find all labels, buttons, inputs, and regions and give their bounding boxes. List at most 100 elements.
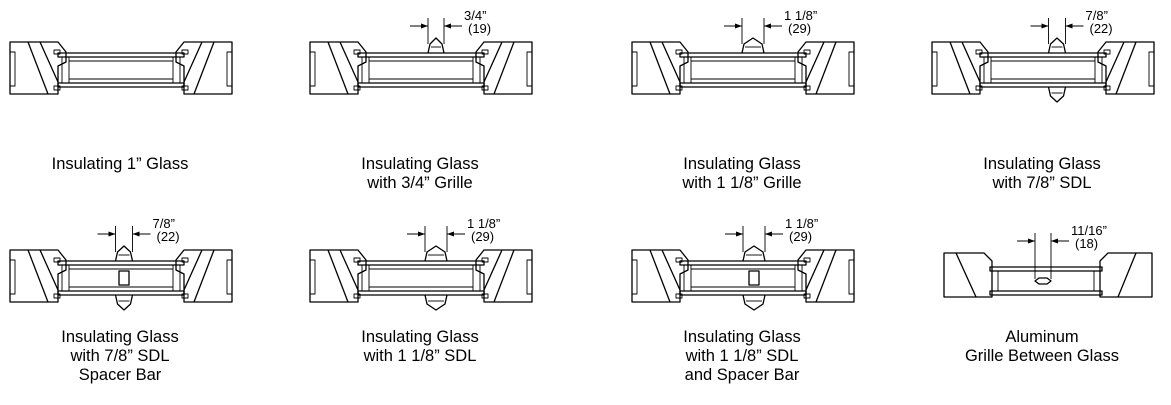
sash-bevel-line-right (805, 249, 825, 291)
muntin-bar-top (424, 245, 448, 262)
glazing-bead (675, 85, 683, 91)
sash-bevel-line-left (649, 41, 671, 95)
sash-bevel-line-left (661, 41, 681, 83)
spacer-bar (748, 270, 760, 286)
caption-line: with 3/4” Grille (367, 174, 473, 192)
caption-line: with 7/8” SDL (70, 347, 170, 365)
sash-weatherstrip-left (10, 51, 16, 87)
caption-line: and Spacer Bar (684, 366, 800, 384)
caption-line: Insulating Glass (61, 328, 179, 346)
sash-weatherstrip-left (632, 51, 638, 87)
sash-bevel-line-left (27, 249, 49, 303)
muntin-bar-bottom (424, 294, 448, 311)
sash-profile-left (943, 252, 993, 298)
section-caption: Insulating 1” Glass (0, 155, 240, 174)
caption-line: Insulating 1” Glass (51, 155, 189, 173)
glass-pane-inner (989, 290, 1103, 296)
section-caption: Insulating Glass with 1 1/8” SDL and Spa… (622, 328, 862, 385)
caption-line: Insulating Glass (683, 328, 801, 346)
glazing-bead (181, 49, 189, 55)
sash-bevel-line-left (327, 41, 349, 95)
caption-line: Grille Between Glass (964, 347, 1120, 365)
glazing-bead (803, 85, 811, 91)
glazing-bead (803, 257, 811, 263)
sash-bevel-line-right (193, 249, 215, 303)
glass-pane-outer (989, 266, 1103, 272)
glazing-bead (675, 49, 683, 55)
sash-weatherstrip-left (10, 259, 16, 295)
sash-bevel-line-left (649, 249, 671, 303)
dimension-arrow (1041, 23, 1049, 29)
sash-weatherstrip-left (932, 51, 938, 87)
sash-bevel-line-right (183, 41, 203, 83)
caption-line: with 1 1/8” SDL (363, 347, 477, 365)
glazing-bead (353, 49, 361, 55)
glass-section-drawing: 7/8”(22) (931, 8, 1155, 103)
glass-section-drawing: 1 1/8”(29) (309, 216, 533, 311)
spacer-left (983, 56, 992, 84)
glass-section-drawing: 3/4”(19) (309, 8, 533, 95)
aluminum-grille-profile (1034, 277, 1052, 285)
caption-line: with 1 1/8” SDL (685, 347, 799, 365)
glazing-bead (481, 85, 489, 91)
dimension-arrow (736, 231, 743, 237)
spacer-right (794, 264, 803, 292)
sash-bevel-line-left (27, 41, 49, 95)
sash-bevel-line-right (483, 249, 503, 291)
spacer-left (683, 264, 692, 292)
muntin-bar-top (1047, 37, 1067, 54)
section-caption: Insulating Glass with 7/8” SDL Spacer Ba… (0, 328, 240, 385)
dimension-metric-label: (29) (788, 21, 811, 36)
muntin-bar-top (742, 245, 766, 262)
spacer-right (794, 56, 803, 84)
sash-weatherstrip-right (1148, 51, 1154, 87)
section-caption: Aluminum Grille Between Glass (922, 328, 1162, 366)
glazing-bead (353, 85, 361, 91)
dimension-arrow (444, 23, 451, 29)
dimension-arrow (735, 23, 742, 29)
glazing-bead (481, 49, 489, 55)
glass-section-drawing: 11/16”(18) (943, 223, 1153, 298)
dimension-arrow (447, 231, 454, 237)
caption-line: with 7/8” SDL (992, 174, 1092, 192)
dimension-fraction-label: 7/8” (153, 216, 175, 231)
glazing-bead (675, 293, 683, 299)
dimension-arrow (1051, 238, 1058, 244)
caption-line: Insulating Glass (361, 328, 479, 346)
caption-line: Insulating Glass (683, 155, 801, 173)
glass-pane-inner (679, 290, 807, 296)
spacer-left (361, 264, 370, 292)
caption-line: with 1 1/8” Grille (682, 174, 802, 192)
glazing-bead (481, 257, 489, 263)
glass-pane-inner (357, 82, 485, 88)
dimension-metric-label: (19) (468, 21, 491, 36)
spacer-right (1094, 56, 1103, 84)
sash-bevel-line-left (949, 41, 971, 95)
section-caption: Insulating Glass with 7/8” SDL (922, 155, 1162, 193)
glass-pane-inner (57, 290, 185, 296)
sash-bevel-line-left (955, 252, 977, 298)
sash-bevel-line-left (39, 249, 59, 291)
sash-bevel-line-right (183, 249, 203, 291)
glazing-bead (53, 85, 61, 91)
glazing-bead (975, 85, 983, 91)
sash-weatherstrip-right (226, 51, 232, 87)
sash-weatherstrip-left (632, 259, 638, 295)
glazing-bead (975, 49, 983, 55)
glazing-bead (1103, 85, 1111, 91)
sash-bevel-line-right (193, 41, 215, 95)
section-caption: Insulating Glass with 1 1/8” Grille (622, 155, 862, 193)
dimension-arrow (418, 231, 425, 237)
glass-pane-inner (679, 82, 807, 88)
caption-line: Insulating Glass (361, 155, 479, 173)
dimension-arrow (108, 231, 116, 237)
sash-bevel-line-left (961, 41, 981, 83)
glazing-bead (53, 49, 61, 55)
glass-section-drawing (9, 41, 233, 95)
glazing-bead (181, 293, 189, 299)
sash-bevel-line-right (1105, 41, 1125, 83)
spacer-right (172, 264, 181, 292)
dimension-arrow (765, 231, 772, 237)
sash-bevel-line-right (493, 41, 515, 95)
dimension-fraction-label: 7/8” (1086, 8, 1108, 23)
